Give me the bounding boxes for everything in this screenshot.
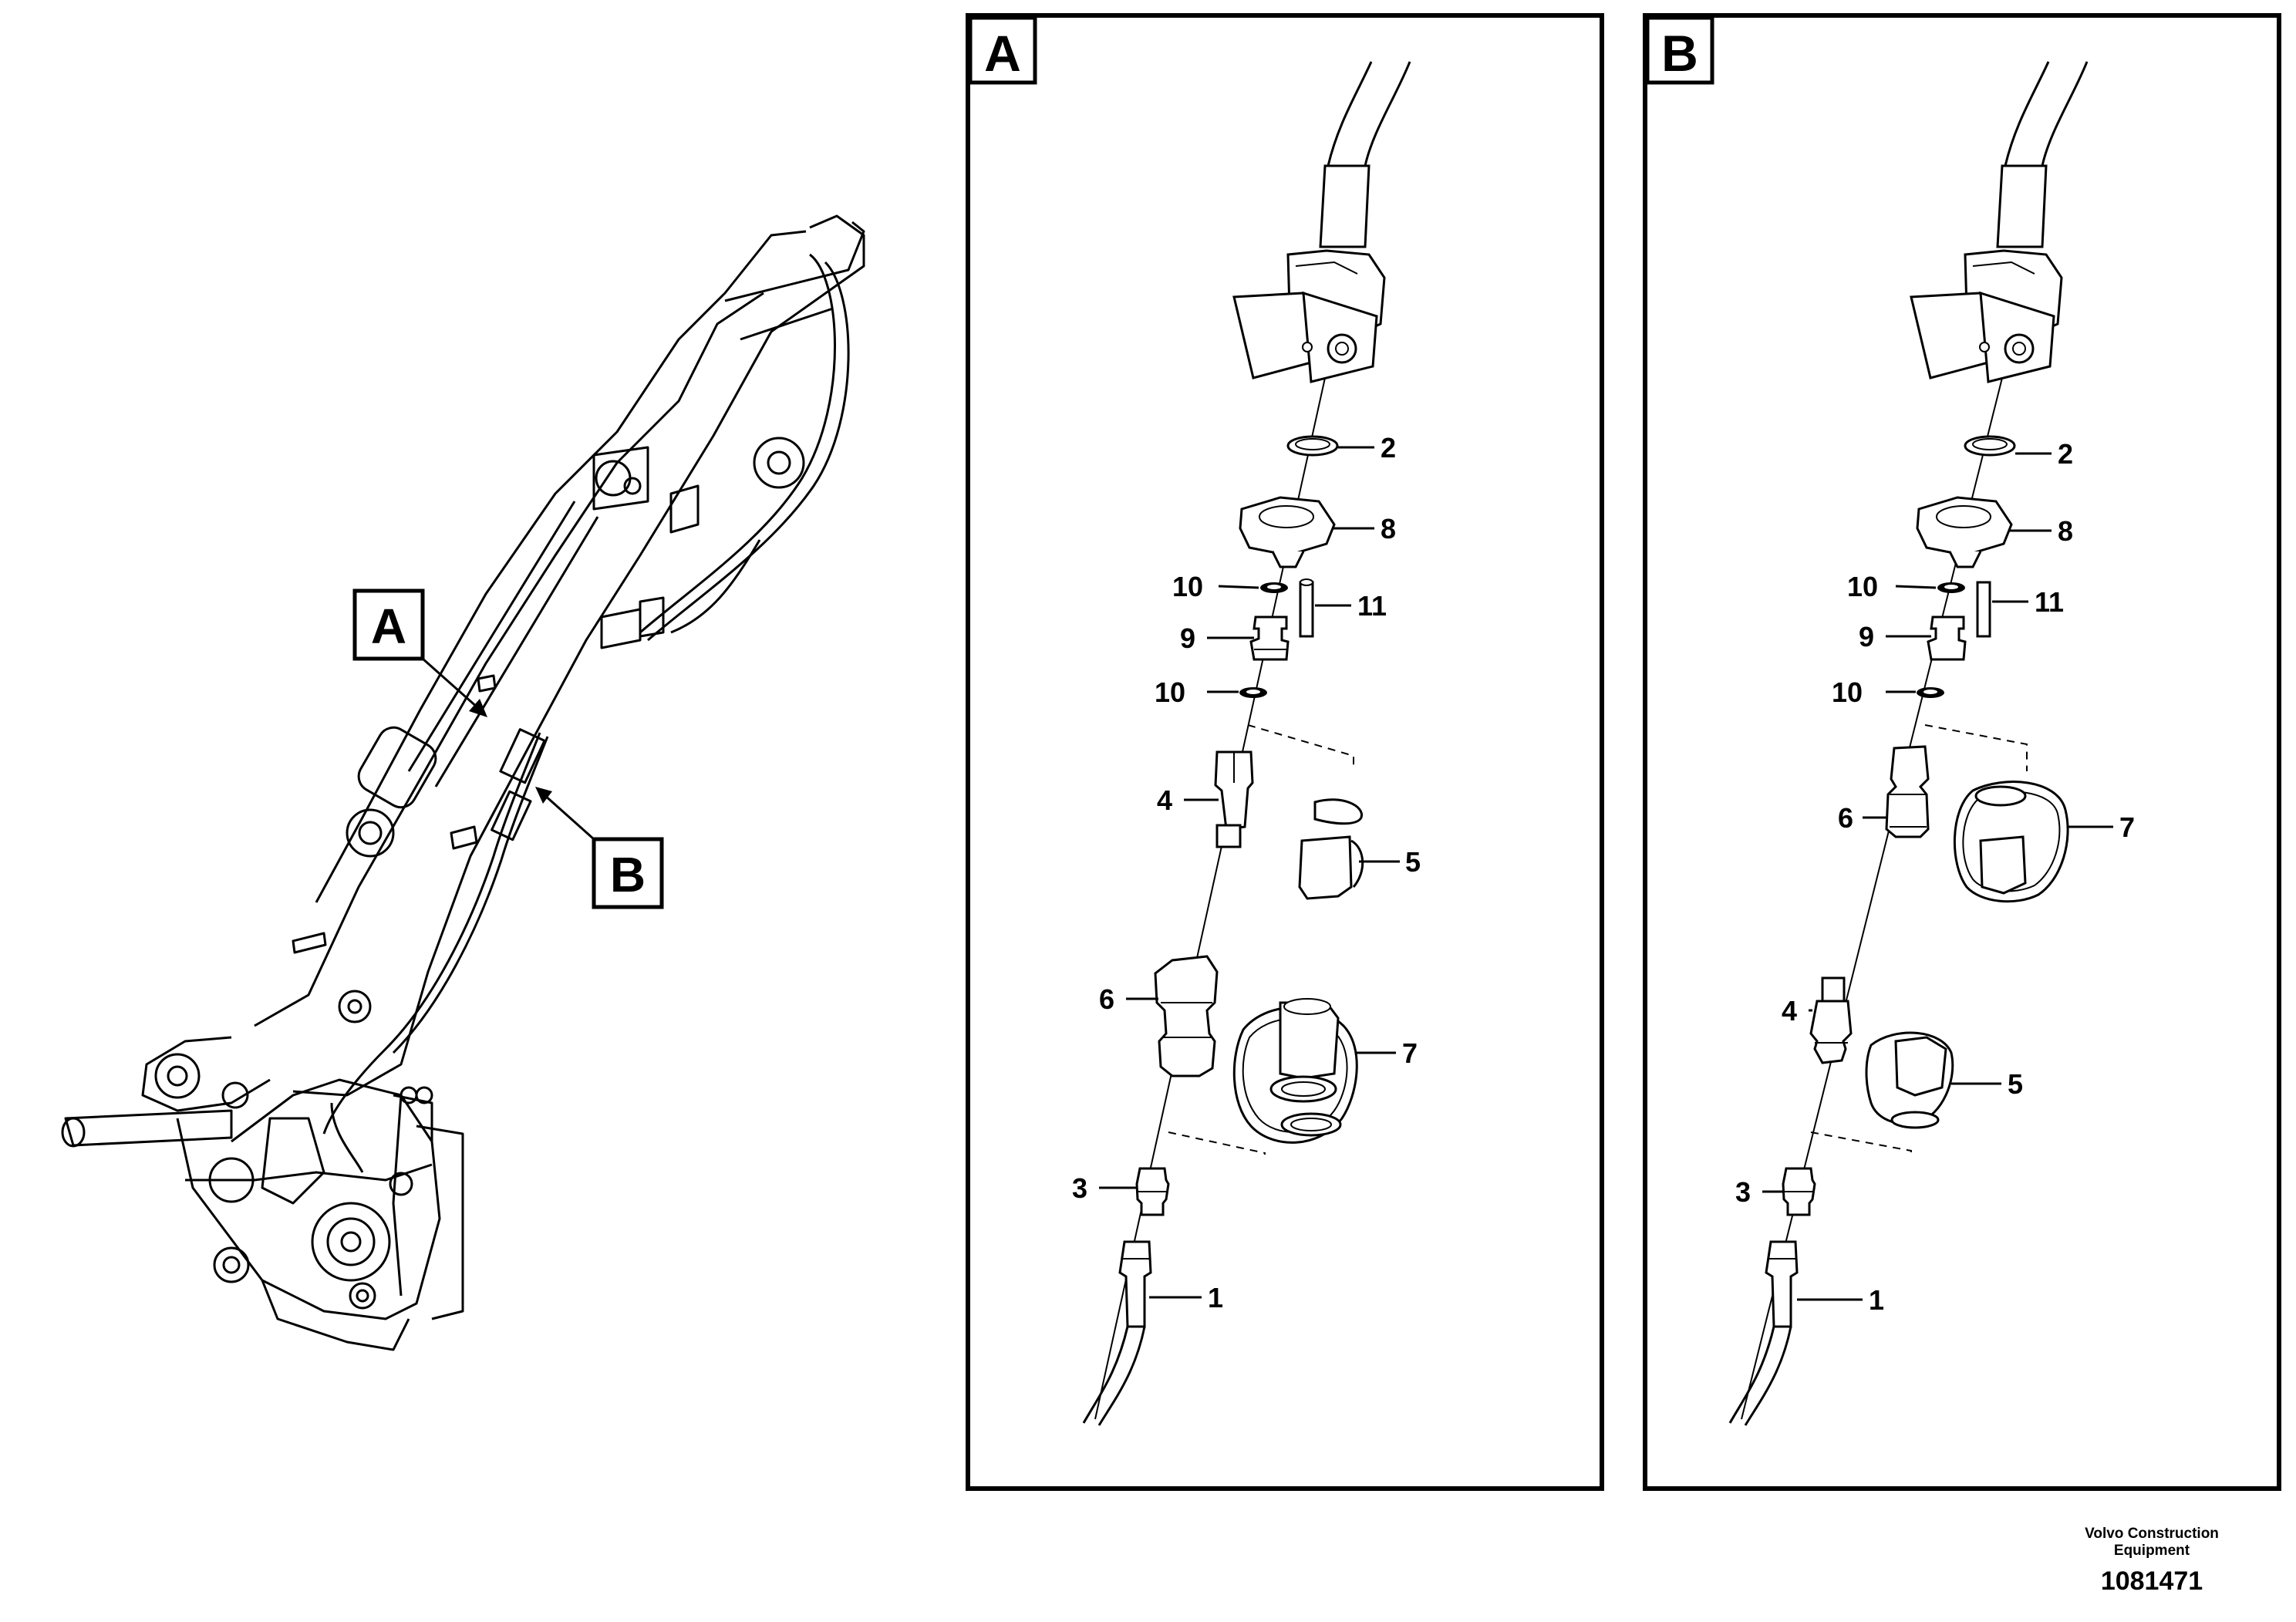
item-label: 5 [1405, 846, 1421, 878]
item-label: 1 [1208, 1282, 1223, 1313]
panel-b-item-labels: 2 8 10 11 9 10 6 7 4 5 3 1 [1735, 438, 2135, 1316]
boom-overview-drawing [61, 214, 865, 1351]
item-label: 4 [1157, 784, 1172, 816]
panel-a-letter: A [984, 25, 1021, 82]
panel-a-letter-box [968, 15, 1037, 85]
panel-a-assembly [1082, 60, 1411, 1426]
item-label: 5 [2008, 1068, 2023, 1100]
panel-b-assembly [1728, 60, 2089, 1426]
panel-b-letter: B [1661, 25, 1698, 82]
panel-a-frame [966, 13, 1604, 1491]
callout-a-letter: A [371, 599, 406, 654]
drawing-number: 1081471 [2100, 1566, 2203, 1596]
item-label: 11 [2035, 586, 2064, 618]
callout-a-leader [422, 657, 479, 710]
callout-b-letter: B [610, 847, 646, 902]
item-label: 10 [1155, 676, 1185, 708]
company-name-line1: Volvo Construction [2085, 1526, 2219, 1542]
item-label: 2 [2058, 438, 2073, 470]
item-label: 3 [1735, 1176, 1751, 1208]
panel-b-letter-box [1645, 15, 1714, 85]
panel-b-frame [1643, 13, 2281, 1491]
item-label: 11 [1357, 590, 1387, 622]
detail-panel-b: B [1643, 13, 2281, 1491]
item-label: 10 [1172, 571, 1203, 602]
item-label: 9 [1859, 621, 1874, 653]
callout-b-leader [543, 793, 595, 841]
callout-a[interactable]: A [352, 588, 487, 717]
item-label: 8 [1381, 513, 1396, 545]
panel-a-item-labels: 2 8 10 11 9 10 4 5 6 7 3 1 [1072, 432, 1421, 1313]
detail-panel-a: A [966, 13, 1604, 1491]
item-label: 4 [1782, 995, 1797, 1027]
item-label: 3 [1072, 1172, 1087, 1204]
item-label: 10 [1832, 676, 1863, 708]
callout-a-arrowhead [469, 699, 487, 717]
item-label: 2 [1381, 432, 1396, 464]
company-name-line2: Equipment [2113, 1543, 2190, 1559]
item-label: 7 [1402, 1037, 1418, 1069]
callout-b[interactable]: B [535, 787, 664, 909]
item-label: 6 [1838, 802, 1853, 834]
footer: Volvo Construction Equipment 1081471 [2036, 1526, 2267, 1598]
item-label: 6 [1099, 983, 1114, 1015]
panel-a-leaders [1099, 446, 1400, 1299]
item-label: 7 [2119, 811, 2135, 843]
callout-b-arrowhead [535, 787, 552, 804]
item-label: 9 [1180, 622, 1195, 654]
item-label: 8 [2058, 515, 2073, 547]
panel-b-leaders [1762, 452, 2113, 1301]
item-label: 1 [1869, 1284, 1884, 1316]
item-label: 10 [1847, 571, 1878, 602]
